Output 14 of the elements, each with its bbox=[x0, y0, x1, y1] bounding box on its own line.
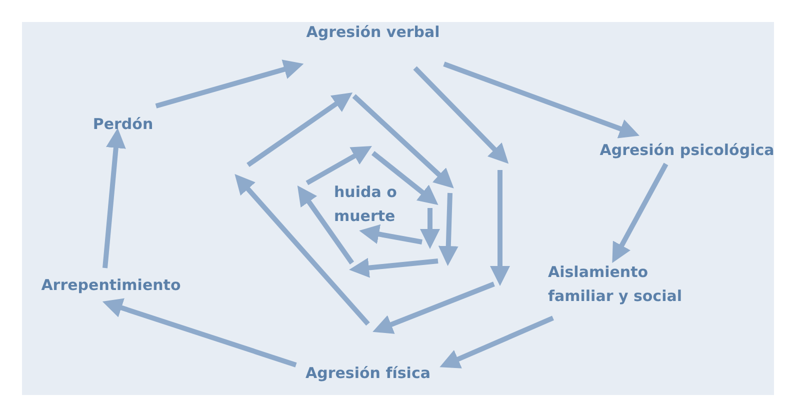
stage-label: Perdón bbox=[92, 112, 154, 136]
stage-label: Agresión psicológica bbox=[592, 138, 782, 162]
arrow bbox=[102, 128, 126, 268]
arrow bbox=[612, 162, 668, 264]
arrow bbox=[102, 298, 297, 368]
arrow bbox=[440, 316, 554, 368]
arrow bbox=[443, 62, 640, 138]
stage-label: huida o muerte bbox=[334, 180, 414, 228]
stage-label: Aislamiento familiar y social bbox=[548, 260, 718, 308]
arrow bbox=[155, 60, 304, 108]
stage-label: Agresión física bbox=[298, 361, 438, 385]
arrow bbox=[359, 224, 422, 244]
stage-label: Arrepentimiento bbox=[36, 273, 186, 297]
stage-label: Agresión verbal bbox=[298, 20, 448, 44]
